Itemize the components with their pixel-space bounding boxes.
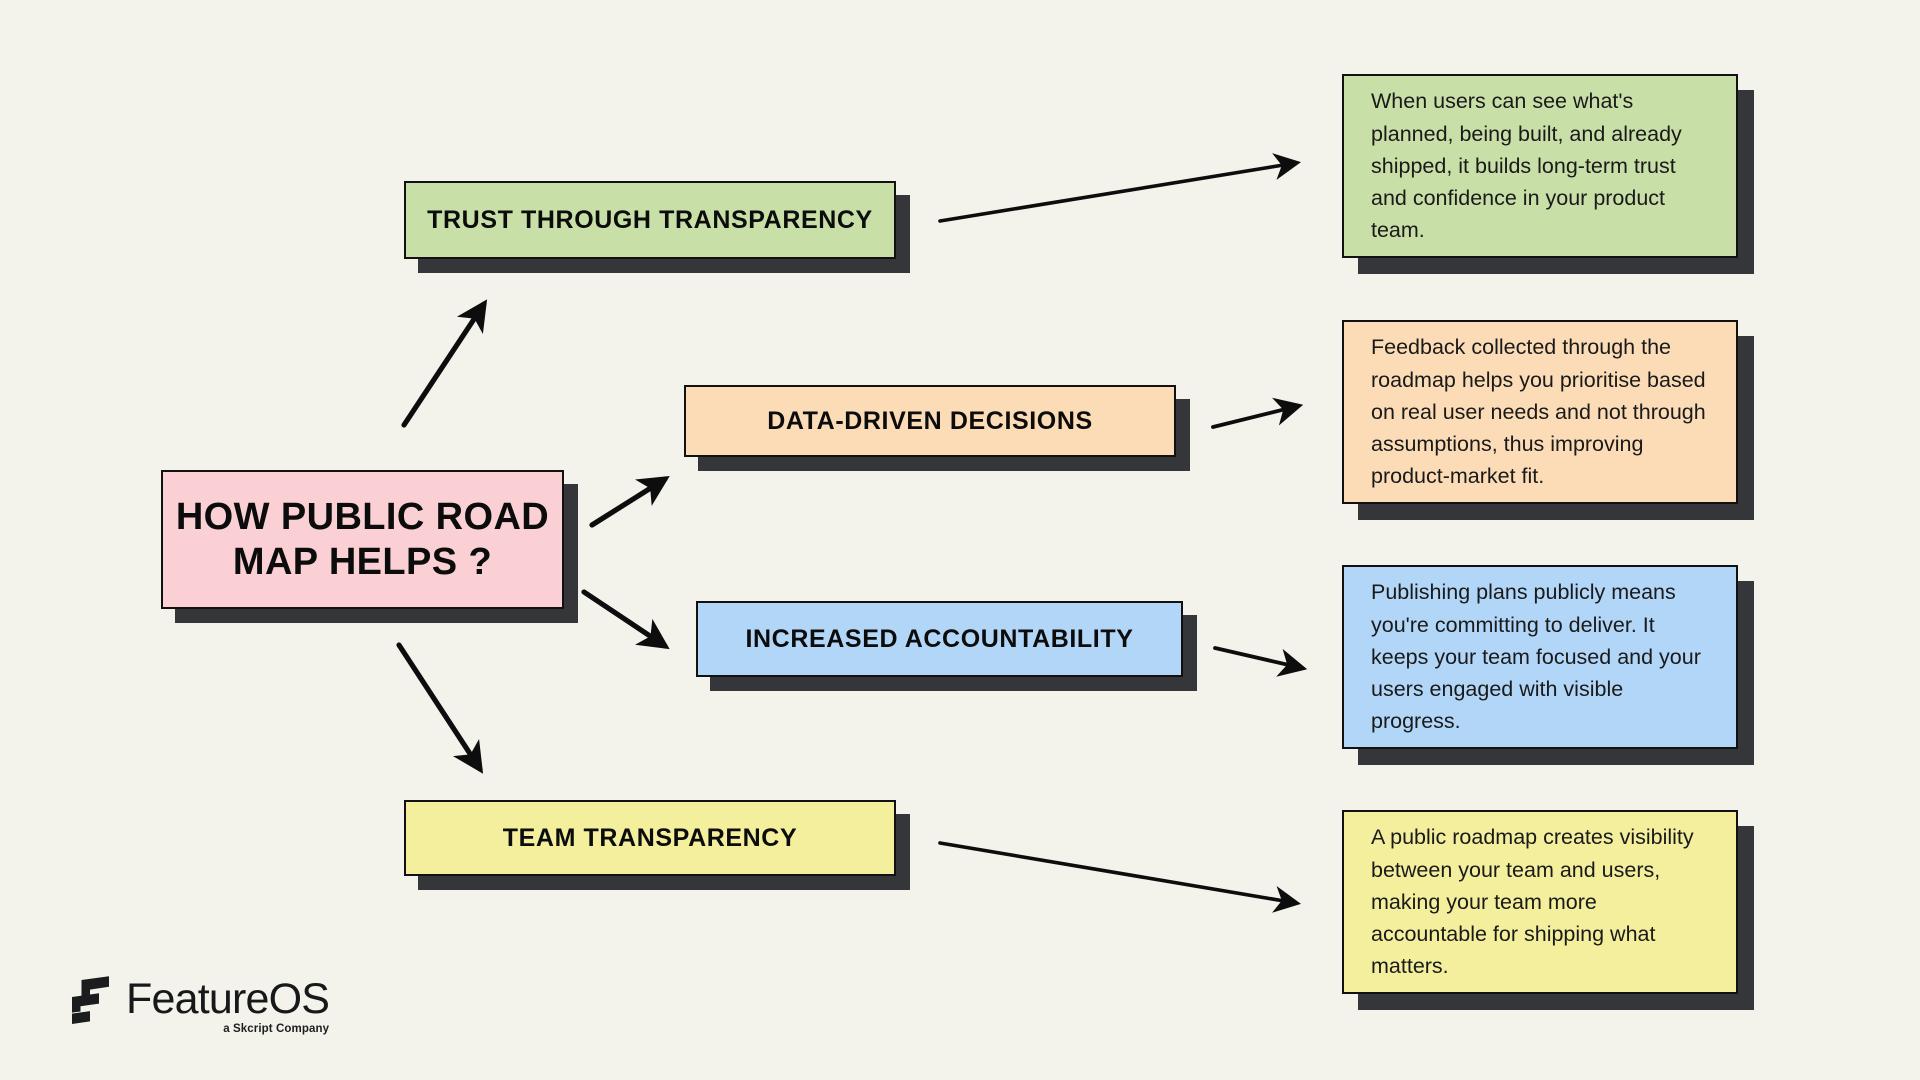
description-card-trust-through-transparency[interactable]: When users can see what's planned, being…: [1342, 74, 1738, 258]
connector-data-driven-decisions-to-description: [1211, 397, 1304, 429]
description-text-2: Publishing plans publicly means you're c…: [1371, 580, 1701, 734]
description-text-1: Feedback collected through the roadmap h…: [1371, 335, 1706, 489]
description-text-0: When users can see what's planned, being…: [1371, 89, 1682, 243]
featureos-tagline: a Skcript Company: [223, 1023, 330, 1036]
topic-card-trust-through-transparency[interactable]: TRUST THROUGH TRANSPARENCY: [404, 181, 896, 259]
featureos-logo: FeatureOS a Skcript Company: [68, 975, 330, 1036]
topic-label-trust-through-transparency: TRUST THROUGH TRANSPARENCY: [427, 206, 873, 234]
topic-label-team-transparency: TEAM TRANSPARENCY: [502, 824, 798, 852]
topic-label-increased-accountability: INCREASED ACCOUNTABILITY: [745, 625, 1134, 653]
connector-team-transparency-to-description: [938, 841, 1302, 913]
featureos-logo-text: FeatureOS a Skcript Company: [126, 975, 330, 1036]
connector-hub-to-trust-through-transparency: [401, 299, 488, 428]
connector-hub-to-data-driven-decisions: [589, 476, 670, 528]
connector-hub-to-increased-accountability: [581, 589, 670, 650]
hub-label: HOW PUBLIC ROAD MAP HELPS ?: [175, 495, 550, 583]
topic-card-data-driven-decisions[interactable]: DATA-DRIVEN DECISIONS: [684, 385, 1176, 457]
connector-trust-through-transparency-to-description: [938, 153, 1302, 223]
hub-card[interactable]: HOW PUBLIC ROAD MAP HELPS ?: [161, 470, 564, 609]
description-text-3: A public roadmap creates visibility betw…: [1371, 825, 1694, 979]
description-card-data-driven-decisions[interactable]: Feedback collected through the roadmap h…: [1342, 320, 1738, 504]
connector-increased-accountability-to-description: [1213, 646, 1308, 677]
description-card-increased-accountability[interactable]: Publishing plans publicly means you're c…: [1342, 565, 1738, 749]
topic-card-team-transparency[interactable]: TEAM TRANSPARENCY: [404, 800, 896, 876]
topic-label-data-driven-decisions: DATA-DRIVEN DECISIONS: [767, 407, 1093, 435]
featureos-wordmark: FeatureOS: [126, 975, 330, 1023]
connector-hub-to-team-transparency: [396, 642, 484, 774]
featureos-logo-mark-icon: [72, 976, 109, 1024]
description-card-team-transparency[interactable]: A public roadmap creates visibility betw…: [1342, 810, 1738, 994]
topic-card-increased-accountability[interactable]: INCREASED ACCOUNTABILITY: [696, 601, 1183, 677]
